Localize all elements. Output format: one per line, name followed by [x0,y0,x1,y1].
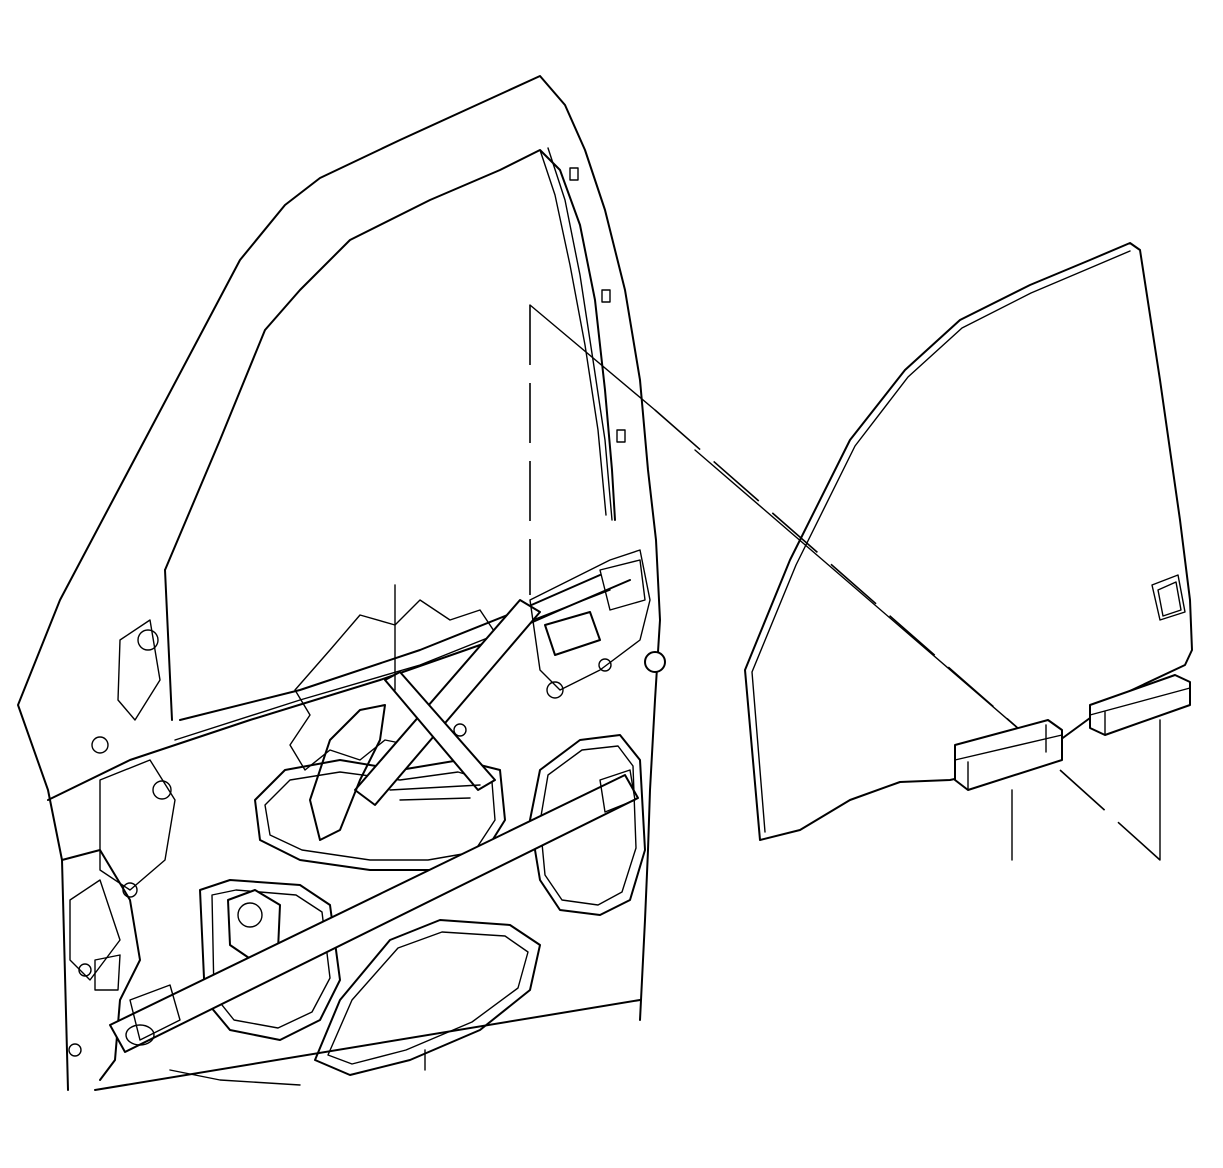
glass-sash-channel-front [954,719,1063,791]
door-window-glass [744,242,1193,841]
glass-sash-channel-rear [1089,674,1191,736]
window-regulator [309,599,541,841]
door-frame [17,75,666,1091]
leader-lines [529,304,1161,861]
